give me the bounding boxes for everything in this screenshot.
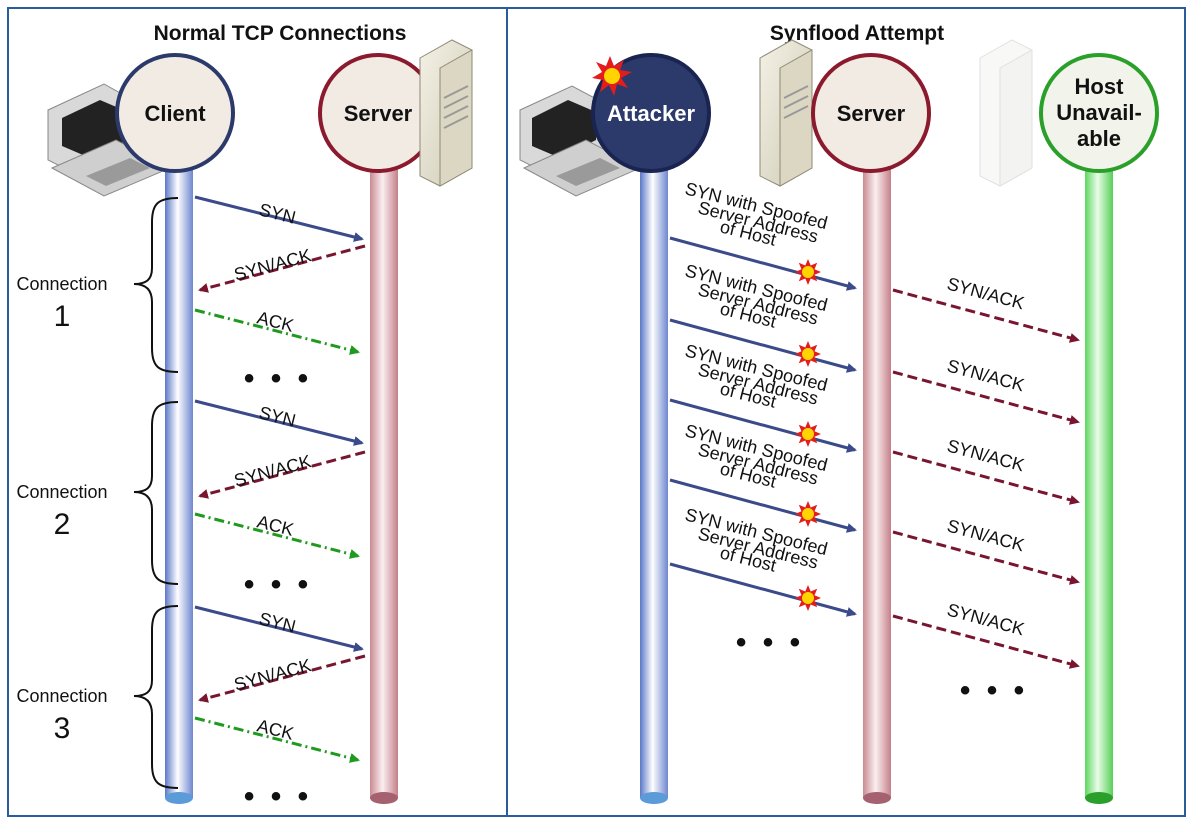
- server-right-label: Server: [837, 101, 906, 126]
- right-panel-title: Synflood Attempt: [770, 22, 944, 45]
- client-lifeline: [165, 160, 193, 804]
- host-label-line3: able: [1077, 126, 1121, 151]
- conn3-synack-arrow: SYN/ACK: [198, 654, 366, 703]
- spoof-burst-icon-4: [795, 501, 821, 527]
- connection-2-group: Connection 2: [16, 401, 179, 585]
- attacker-lifeline: [640, 165, 668, 804]
- conn2-ack-label: ACK: [255, 511, 296, 539]
- connection-3-label: Connection: [16, 686, 107, 706]
- host-tower-icon: [979, 39, 1033, 187]
- conn1-syn-label: SYN: [257, 199, 298, 227]
- conn3-ack-arrow: ACK: [194, 715, 360, 763]
- server-left-node: Server: [318, 53, 438, 173]
- conn1-synack-arrow: SYN/ACK: [198, 244, 366, 293]
- connection-1-label: Connection: [16, 274, 107, 294]
- right-ellipsis-attacker: • • •: [736, 626, 804, 659]
- connection-3-number: 3: [54, 712, 71, 745]
- conn3-ack-label: ACK: [255, 715, 296, 743]
- server-left-lifeline: [370, 165, 398, 804]
- flood-synack-arrow-3: [892, 450, 1080, 505]
- server-left-label: Server: [344, 101, 413, 126]
- left-ellipsis-1: • • •: [244, 362, 312, 395]
- server-right-tower-icon: [759, 39, 813, 187]
- connection-2-label: Connection: [16, 482, 107, 502]
- server-left-tower-icon: [419, 39, 473, 187]
- conn2-synack-arrow: SYN/ACK: [198, 450, 366, 499]
- host-label-line1: Host: [1075, 74, 1125, 99]
- left-panel-title: Normal TCP Connections: [154, 22, 407, 45]
- right-panel-border: [506, 7, 1186, 817]
- conn2-syn-arrow: SYN: [194, 399, 364, 446]
- server-right-node: Server: [811, 53, 931, 173]
- left-ellipsis-2: • • •: [244, 568, 312, 601]
- conn1-ack-arrow: ACK: [194, 307, 360, 355]
- left-ellipsis-3: • • •: [244, 780, 312, 813]
- connection-3-group: Connection 3: [16, 605, 179, 789]
- spoof-syn-arrow-4: [669, 478, 857, 533]
- connection-1-group: Connection 1: [16, 197, 179, 373]
- connection-2-number: 2: [54, 508, 71, 541]
- flood-synack-arrow-5: [892, 614, 1080, 669]
- client-label: Client: [144, 101, 206, 126]
- right-ellipsis-host: • • •: [960, 674, 1028, 707]
- spoof-burst-icon-3: [795, 421, 821, 447]
- spoof-syn-arrow-3: [669, 398, 857, 453]
- flood-synack-arrow-2: [892, 370, 1080, 425]
- connection-1-number: 1: [54, 300, 71, 333]
- host-node: Host Unavail- able: [1039, 53, 1159, 173]
- spoof-syn-arrow-1: [669, 236, 857, 291]
- spoof-syn-arrow-2: [669, 318, 857, 373]
- spoof-burst-icon-5: [795, 585, 821, 611]
- conn3-synack-label: SYN/ACK: [232, 655, 314, 695]
- attacker-burst-icon: [592, 56, 632, 96]
- flood-synack-arrow-4: [892, 530, 1080, 585]
- host-lifeline: [1085, 165, 1113, 804]
- conn1-syn-arrow: SYN: [194, 195, 364, 242]
- conn3-syn-label: SYN: [257, 608, 298, 636]
- conn1-ack-label: ACK: [255, 307, 296, 335]
- conn1-synack-label: SYN/ACK: [232, 245, 314, 285]
- server-right-lifeline: [863, 165, 891, 804]
- attacker-label: Attacker: [607, 101, 695, 126]
- conn2-syn-label: SYN: [257, 402, 298, 430]
- flood-synack-arrow-1: [892, 288, 1080, 343]
- conn3-syn-arrow: SYN: [194, 605, 364, 652]
- client-node: Client: [115, 53, 235, 173]
- host-label-line2: Unavail-: [1056, 100, 1142, 125]
- conn2-synack-label: SYN/ACK: [232, 451, 314, 491]
- spoof-burst-icon-2: [795, 341, 821, 367]
- conn2-ack-arrow: ACK: [194, 511, 360, 559]
- spoof-burst-icon-1: [795, 259, 821, 285]
- spoof-syn-arrow-5: [669, 562, 857, 617]
